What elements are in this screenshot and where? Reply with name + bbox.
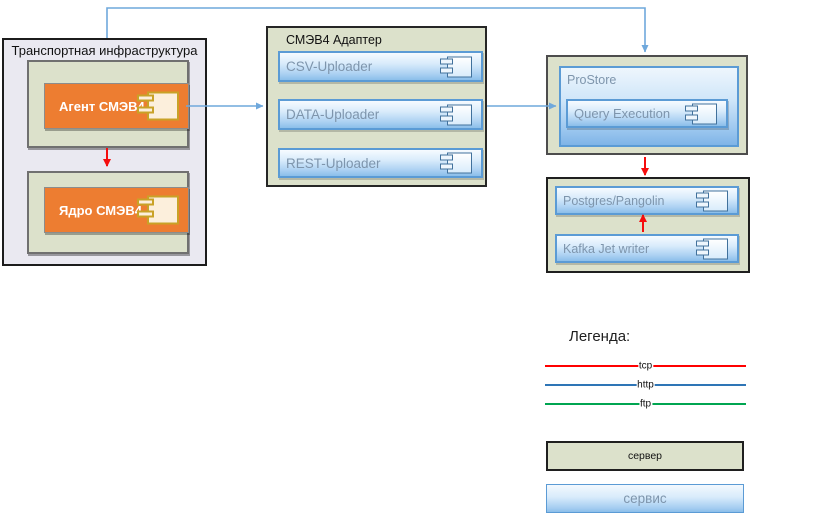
core-smev4-label: Ядро СМЭВ4 (59, 202, 143, 218)
legend-line-ftp: ftp (545, 398, 746, 410)
core-server-box[interactable]: Ядро СМЭВ4 (27, 171, 189, 254)
legend-server-label: сервер (627, 450, 663, 462)
rest-uploader-label: REST-Uploader (286, 155, 381, 171)
postgres-pangolin-label: Postgres/Pangolin (563, 193, 665, 208)
legend-line-tcp: tcp (545, 360, 746, 372)
uml-component-icon (137, 91, 179, 121)
uml-component-icon (696, 190, 728, 211)
uml-component-icon (440, 56, 472, 77)
data-uploader-label: DATA-Uploader (286, 107, 380, 122)
core-smev4-component[interactable]: Ядро СМЭВ4 (44, 187, 189, 233)
legend-service-label: сервис (623, 491, 667, 506)
csv-uploader-component[interactable]: CSV-Uploader (278, 51, 483, 82)
rest-uploader-component[interactable]: REST-Uploader (278, 148, 483, 178)
agent-smev4-component[interactable]: Агент СМЭВ4 (44, 83, 189, 129)
uml-component-icon (440, 104, 472, 125)
prostore-service-box[interactable]: ProStore Query Execution (559, 66, 739, 147)
storage-server-box[interactable]: Postgres/Pangolin Kafka Jet writer (546, 177, 750, 273)
legend-server-sample: сервер (546, 441, 744, 471)
legend-title: Легенда: (569, 328, 631, 345)
legend-label-tcp: tcp (637, 360, 654, 372)
agent-smev4-label: Агент СМЭВ4 (59, 98, 145, 114)
legend-service-sample: сервис (546, 484, 744, 513)
prostore-title: ProStore (567, 73, 617, 87)
legend-label-http: http (636, 379, 655, 391)
csv-uploader-label: CSV-Uploader (286, 59, 373, 74)
smev4-adapter-container[interactable]: СМЭВ4 Адаптер CSV-Uploader DATA-Uploader… (266, 26, 487, 187)
agent-server-box[interactable]: Агент СМЭВ4 (27, 60, 189, 148)
data-uploader-component[interactable]: DATA-Uploader (278, 99, 483, 130)
kafka-jet-writer-label: Kafka Jet writer (563, 241, 650, 256)
kafka-jet-writer-component[interactable]: Kafka Jet writer (555, 234, 739, 263)
uml-component-icon (696, 238, 728, 259)
uml-component-icon (137, 195, 179, 225)
transport-infrastructure-title: Транспортная инфраструктура (11, 43, 198, 58)
transport-infrastructure-container[interactable]: Транспортная инфраструктура Агент СМЭВ4 … (2, 38, 207, 266)
legend-label-ftp: ftp (638, 398, 653, 410)
legend-line-http: http (545, 379, 746, 391)
postgres-pangolin-component[interactable]: Postgres/Pangolin (555, 186, 739, 215)
query-execution-label: Query Execution (574, 106, 671, 121)
prostore-server-box[interactable]: ProStore Query Execution (546, 55, 748, 155)
uml-component-icon (440, 152, 472, 174)
uml-component-icon (685, 103, 717, 124)
query-execution-component[interactable]: Query Execution (566, 99, 728, 128)
smev4-adapter-title: СМЭВ4 Адаптер (286, 33, 382, 47)
